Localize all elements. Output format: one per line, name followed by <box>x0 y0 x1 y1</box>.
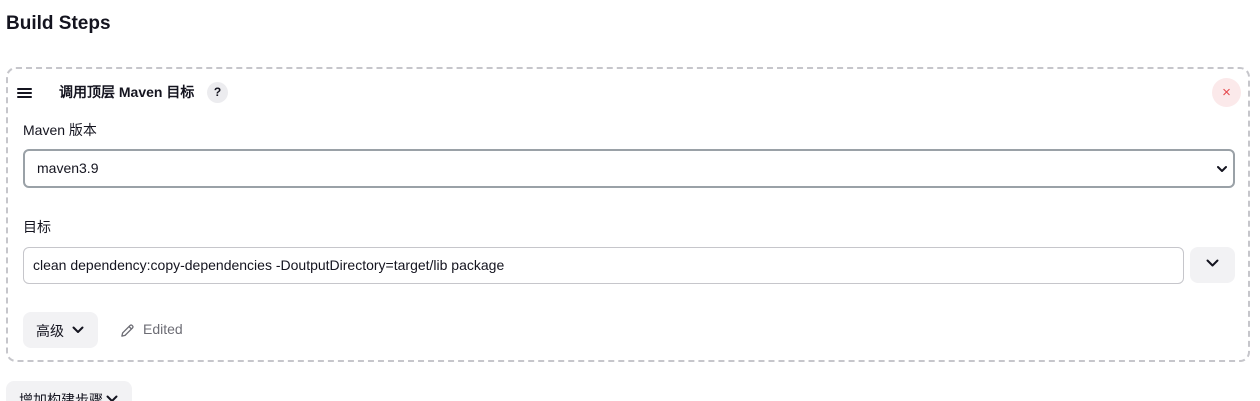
expand-goals-button[interactable] <box>1190 247 1235 283</box>
step-title: 调用顶层 Maven 目标 <box>59 84 195 100</box>
close-icon: × <box>1222 84 1231 101</box>
add-build-step-button[interactable]: 增加构建步骤 <box>6 381 132 401</box>
chevron-down-icon <box>72 326 84 333</box>
goals-input[interactable]: clean dependency:copy-dependencies -Dout… <box>23 247 1184 284</box>
advanced-label: 高级 <box>36 323 64 339</box>
chevron-down-icon <box>1217 166 1227 172</box>
question-icon: ? <box>213 85 222 99</box>
chevron-down-icon <box>106 395 118 401</box>
edited-label: Edited <box>143 321 183 337</box>
maven-version-value: maven3.9 <box>37 160 99 176</box>
maven-version-label: Maven 版本 <box>23 122 97 138</box>
goals-input-value: clean dependency:copy-dependencies -Dout… <box>33 257 505 273</box>
goals-label: 目标 <box>23 219 51 235</box>
section-title: Build Steps <box>6 13 111 34</box>
maven-version-select[interactable]: maven3.9 <box>23 149 1235 188</box>
drag-handle-icon[interactable] <box>17 82 33 100</box>
help-button[interactable]: ? <box>207 82 228 103</box>
delete-step-button[interactable]: × <box>1212 78 1241 107</box>
add-build-step-label: 增加构建步骤 <box>19 392 103 401</box>
build-step-card <box>6 67 1250 362</box>
advanced-button[interactable]: 高级 <box>23 312 98 348</box>
chevron-down-icon <box>1206 259 1219 267</box>
pencil-icon <box>121 324 134 337</box>
